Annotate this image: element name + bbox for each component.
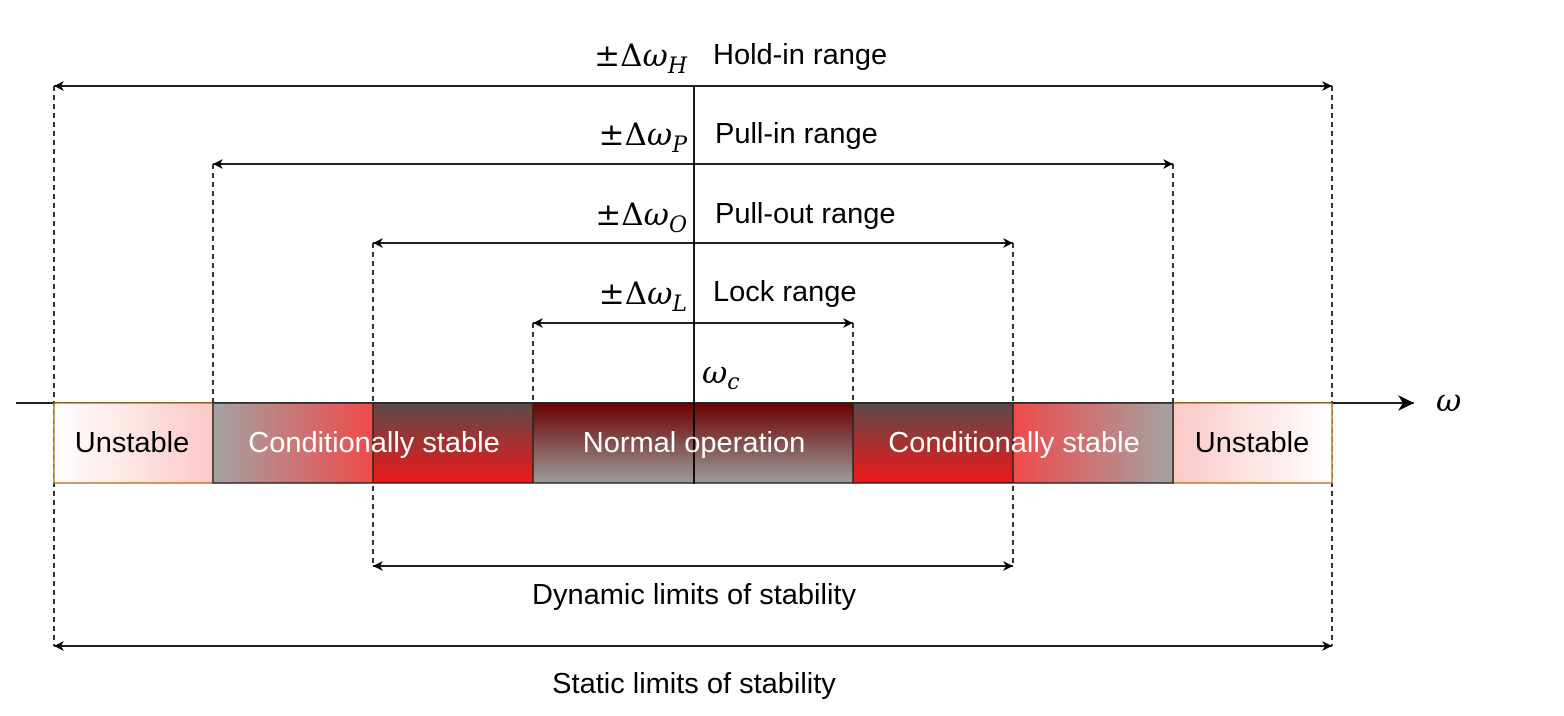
unstable-left-fill — [53, 402, 214, 484]
lock-symbol: ±ΔωL — [599, 276, 687, 317]
hold-in-symbol: ±ΔωH — [594, 38, 688, 79]
lock-label: Lock range — [713, 276, 857, 308]
range-labels: Hold-in range Pull-in range Pull-out ran… — [713, 39, 896, 308]
cond-left-outer-fill — [213, 403, 373, 483]
segment-conditionally-stable-left: Conditionally stable — [248, 427, 499, 459]
segment-conditionally-stable-right: Conditionally stable — [888, 427, 1139, 459]
segment-unstable-right: Unstable — [1195, 427, 1309, 459]
static-limits-label: Static limits of stability — [552, 668, 836, 700]
unstable-right-fill — [1172, 402, 1333, 484]
pull-in-symbol: ±ΔωP — [599, 117, 689, 158]
dynamic-limits-label: Dynamic limits of stability — [532, 579, 856, 611]
cond-right-outer-fill — [1013, 403, 1173, 483]
hold-in-label: Hold-in range — [713, 39, 887, 71]
stability-bar — [53, 402, 1333, 484]
cond-right-inner-fill — [853, 403, 1013, 483]
range-arrows — [54, 81, 1332, 651]
guide-lines — [53, 86, 1333, 646]
bar-outline — [212, 402, 1174, 484]
center-frequency-symbol: ωc — [702, 355, 740, 395]
segment-labels: Unstable Conditionally stable Normal ope… — [75, 427, 1309, 459]
axis-omega-symbol: ω — [1436, 383, 1461, 419]
pull-out-label: Pull-out range — [715, 198, 896, 230]
range-symbols: ±ΔωH ±ΔωP ±ΔωO ±ΔωL — [594, 38, 688, 317]
normal-operation-fill — [533, 403, 853, 483]
segment-normal-operation: Normal operation — [583, 427, 805, 459]
pull-out-symbol: ±ΔωO — [595, 197, 687, 238]
cond-left-inner-fill — [373, 403, 533, 483]
segment-unstable-left: Unstable — [75, 427, 189, 459]
pull-in-label: Pull-in range — [715, 118, 878, 150]
